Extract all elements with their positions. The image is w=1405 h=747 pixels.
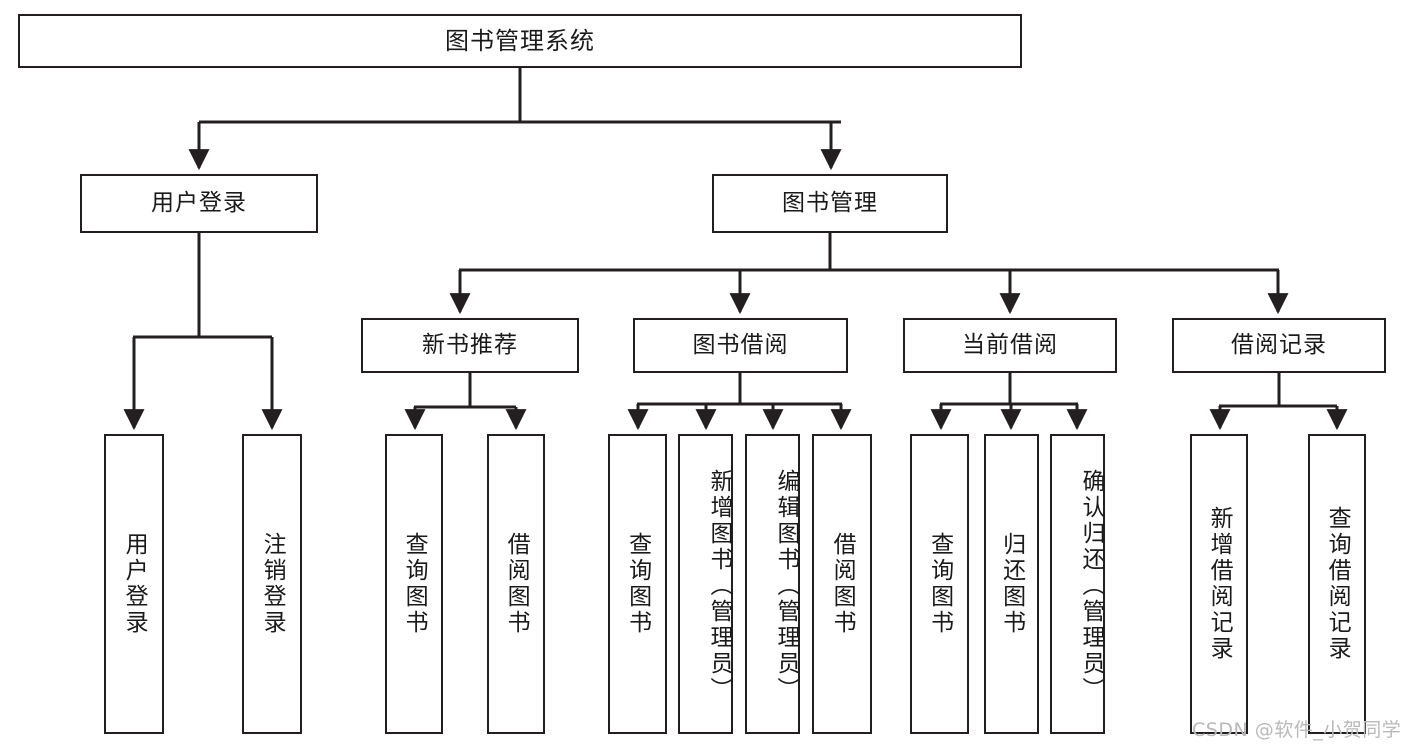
node-current-borrow[interactable]: 当前借阅 [903, 318, 1117, 373]
node-borrow-record[interactable]: 借阅记录 [1172, 318, 1386, 373]
node-leaf-query-book-cur[interactable]: 查询图书 [910, 434, 969, 734]
node-leaf-query-record[interactable]: 查询借阅记录 [1308, 434, 1366, 734]
node-leaf-return-book[interactable]: 归还图书 [984, 434, 1039, 734]
node-leaf-confirm-return[interactable]: 确认归还（管理员） [1050, 434, 1105, 734]
node-leaf-query-book-brw[interactable]: 查询图书 [608, 434, 667, 734]
node-leaf-user-logout[interactable]: 注销登录 [242, 434, 302, 734]
node-leaf-query-book-rec[interactable]: 查询图书 [385, 434, 443, 734]
node-leaf-add-book-admin[interactable]: 新增图书（管理员） [678, 434, 733, 734]
node-new-book-rec[interactable]: 新书推荐 [361, 318, 579, 373]
node-leaf-user-login[interactable]: 用户登录 [104, 434, 164, 734]
node-user-login[interactable]: 用户登录 [80, 174, 318, 233]
node-leaf-borrow-book-rec[interactable]: 借阅图书 [487, 434, 545, 734]
node-book-borrow[interactable]: 图书借阅 [633, 318, 848, 373]
node-root[interactable]: 图书管理系统 [18, 14, 1022, 68]
node-book-manage[interactable]: 图书管理 [712, 174, 948, 233]
node-leaf-borrow-book-brw[interactable]: 借阅图书 [812, 434, 872, 734]
node-leaf-add-record[interactable]: 新增借阅记录 [1190, 434, 1248, 734]
csdn-watermark: CSDN @软件_小贺同学 [1192, 719, 1402, 741]
node-leaf-edit-book-admin[interactable]: 编辑图书（管理员） [745, 434, 800, 734]
